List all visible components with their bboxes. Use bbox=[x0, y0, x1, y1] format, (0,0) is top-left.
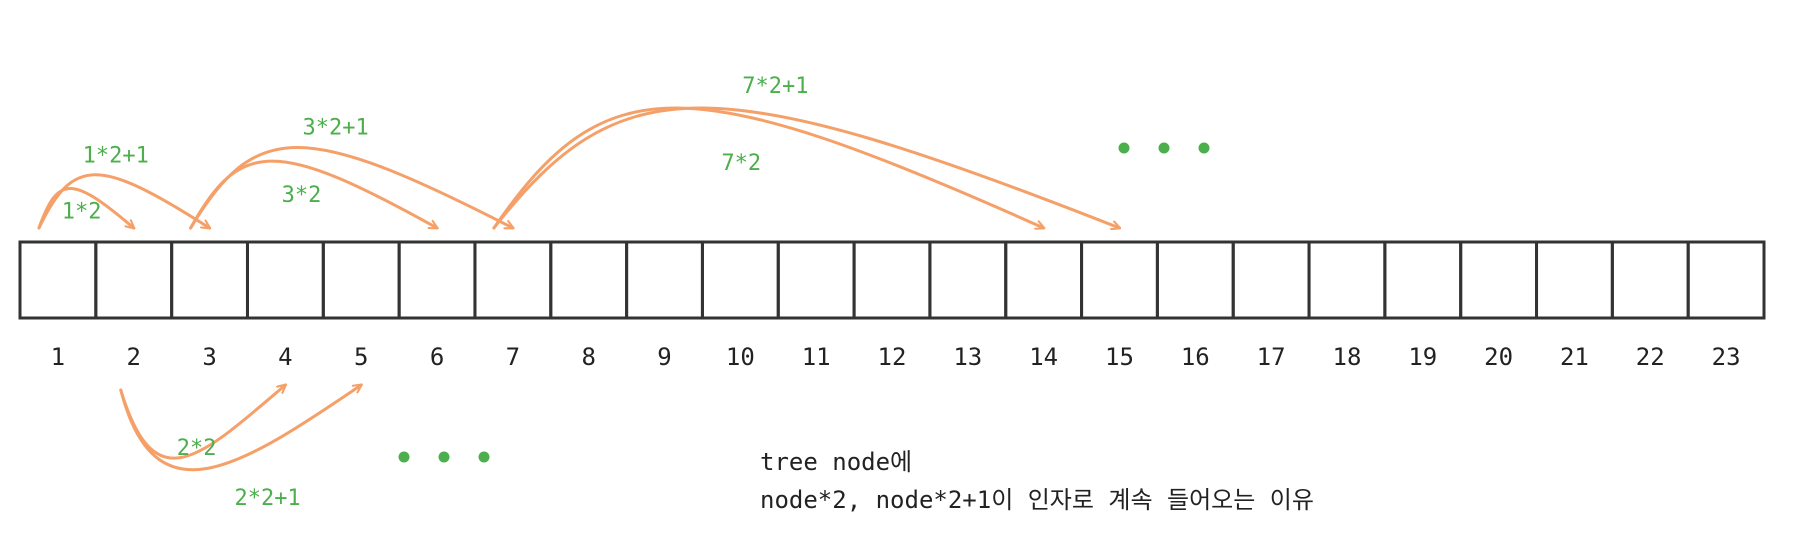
array-index-label: 17 bbox=[1257, 343, 1286, 371]
index-arrows bbox=[37, 106, 1120, 472]
array-cells bbox=[18, 240, 1766, 320]
array-cell bbox=[18, 240, 98, 320]
array-index-label: 8 bbox=[581, 343, 595, 371]
array-cell bbox=[170, 240, 249, 320]
array-cell bbox=[549, 240, 629, 320]
array-cell bbox=[776, 240, 856, 320]
arrow-label: 1*2+1 bbox=[83, 144, 149, 169]
ellipsis-dot bbox=[1158, 142, 1170, 154]
caption-line-2: node*2, node*2+1이 인자로 계속 들어오는 이유 bbox=[760, 486, 1314, 514]
array-index-label: 12 bbox=[878, 343, 907, 371]
array-cell bbox=[1155, 240, 1235, 320]
arrow-label: 2*2+1 bbox=[234, 486, 300, 511]
array-index-label: 16 bbox=[1181, 343, 1210, 371]
array-index-label: 20 bbox=[1484, 343, 1513, 371]
array-index-label: 4 bbox=[278, 343, 292, 371]
index-arrow bbox=[189, 146, 513, 230]
array-cell bbox=[852, 240, 932, 320]
array-index-label: 6 bbox=[430, 343, 444, 371]
arrow-label: 3*2+1 bbox=[303, 115, 369, 140]
ellipsis-dot bbox=[1118, 142, 1130, 154]
array-index-label: 3 bbox=[202, 343, 216, 371]
caption-line-1: tree node에 bbox=[760, 448, 912, 476]
array-cell bbox=[473, 240, 553, 320]
array-cell bbox=[1535, 240, 1614, 320]
caption: tree node에 node*2, node*2+1이 인자로 계속 들어오는… bbox=[760, 448, 1314, 514]
array-index-label: 9 bbox=[657, 343, 671, 371]
array-index-label: 19 bbox=[1408, 343, 1437, 371]
array-cell bbox=[1004, 240, 1084, 320]
array-index-label: 23 bbox=[1712, 343, 1741, 371]
array-cell bbox=[1459, 240, 1539, 320]
array-cell bbox=[1686, 240, 1766, 320]
array-cell bbox=[625, 240, 704, 320]
index-arrow bbox=[119, 385, 361, 472]
arrow-label: 1*2 bbox=[62, 199, 102, 224]
array-index-label: 14 bbox=[1029, 343, 1058, 371]
array-cell bbox=[1080, 240, 1159, 320]
array-index-label: 18 bbox=[1333, 343, 1362, 371]
array-cell bbox=[1383, 240, 1463, 320]
array-index-label: 21 bbox=[1560, 343, 1589, 371]
array-index-label: 10 bbox=[726, 343, 755, 371]
array-cell bbox=[397, 240, 477, 320]
ellipsis-dot bbox=[478, 451, 490, 463]
array-index-label: 13 bbox=[953, 343, 982, 371]
array-cell bbox=[94, 240, 174, 320]
index-arrow bbox=[37, 187, 134, 228]
arrow-label: 3*2 bbox=[282, 183, 322, 208]
array-index-label: 2 bbox=[127, 343, 141, 371]
array-index-label: 5 bbox=[354, 343, 368, 371]
array-cell bbox=[245, 240, 325, 320]
array-cell bbox=[700, 240, 780, 320]
arrow-label: 2*2 bbox=[177, 436, 217, 461]
ellipsis-dot bbox=[398, 451, 410, 463]
array-cell bbox=[1307, 240, 1387, 320]
array-index-label: 15 bbox=[1105, 343, 1134, 371]
array-index-label: 7 bbox=[506, 343, 520, 371]
array-index-label: 1 bbox=[51, 343, 65, 371]
array-index-label: 22 bbox=[1636, 343, 1665, 371]
array-cell bbox=[928, 240, 1008, 320]
ellipsis-dot bbox=[438, 451, 450, 463]
index-arrow bbox=[492, 106, 1120, 228]
index-arrow bbox=[37, 173, 210, 230]
array-cell bbox=[1231, 240, 1311, 320]
array-index-label: 11 bbox=[802, 343, 831, 371]
array-cell bbox=[1610, 240, 1690, 320]
arrow-label: 7*2+1 bbox=[742, 74, 808, 99]
array-cell bbox=[321, 240, 401, 320]
arrow-label: 7*2 bbox=[721, 151, 761, 176]
ellipsis-dot bbox=[1198, 142, 1210, 154]
arrow-labels: 1*2 1*2+1 3*2 3*2+1 7*2 7*2+1 2*2 2*2+1 bbox=[62, 74, 809, 511]
ellipsis-dots bbox=[398, 142, 1210, 463]
